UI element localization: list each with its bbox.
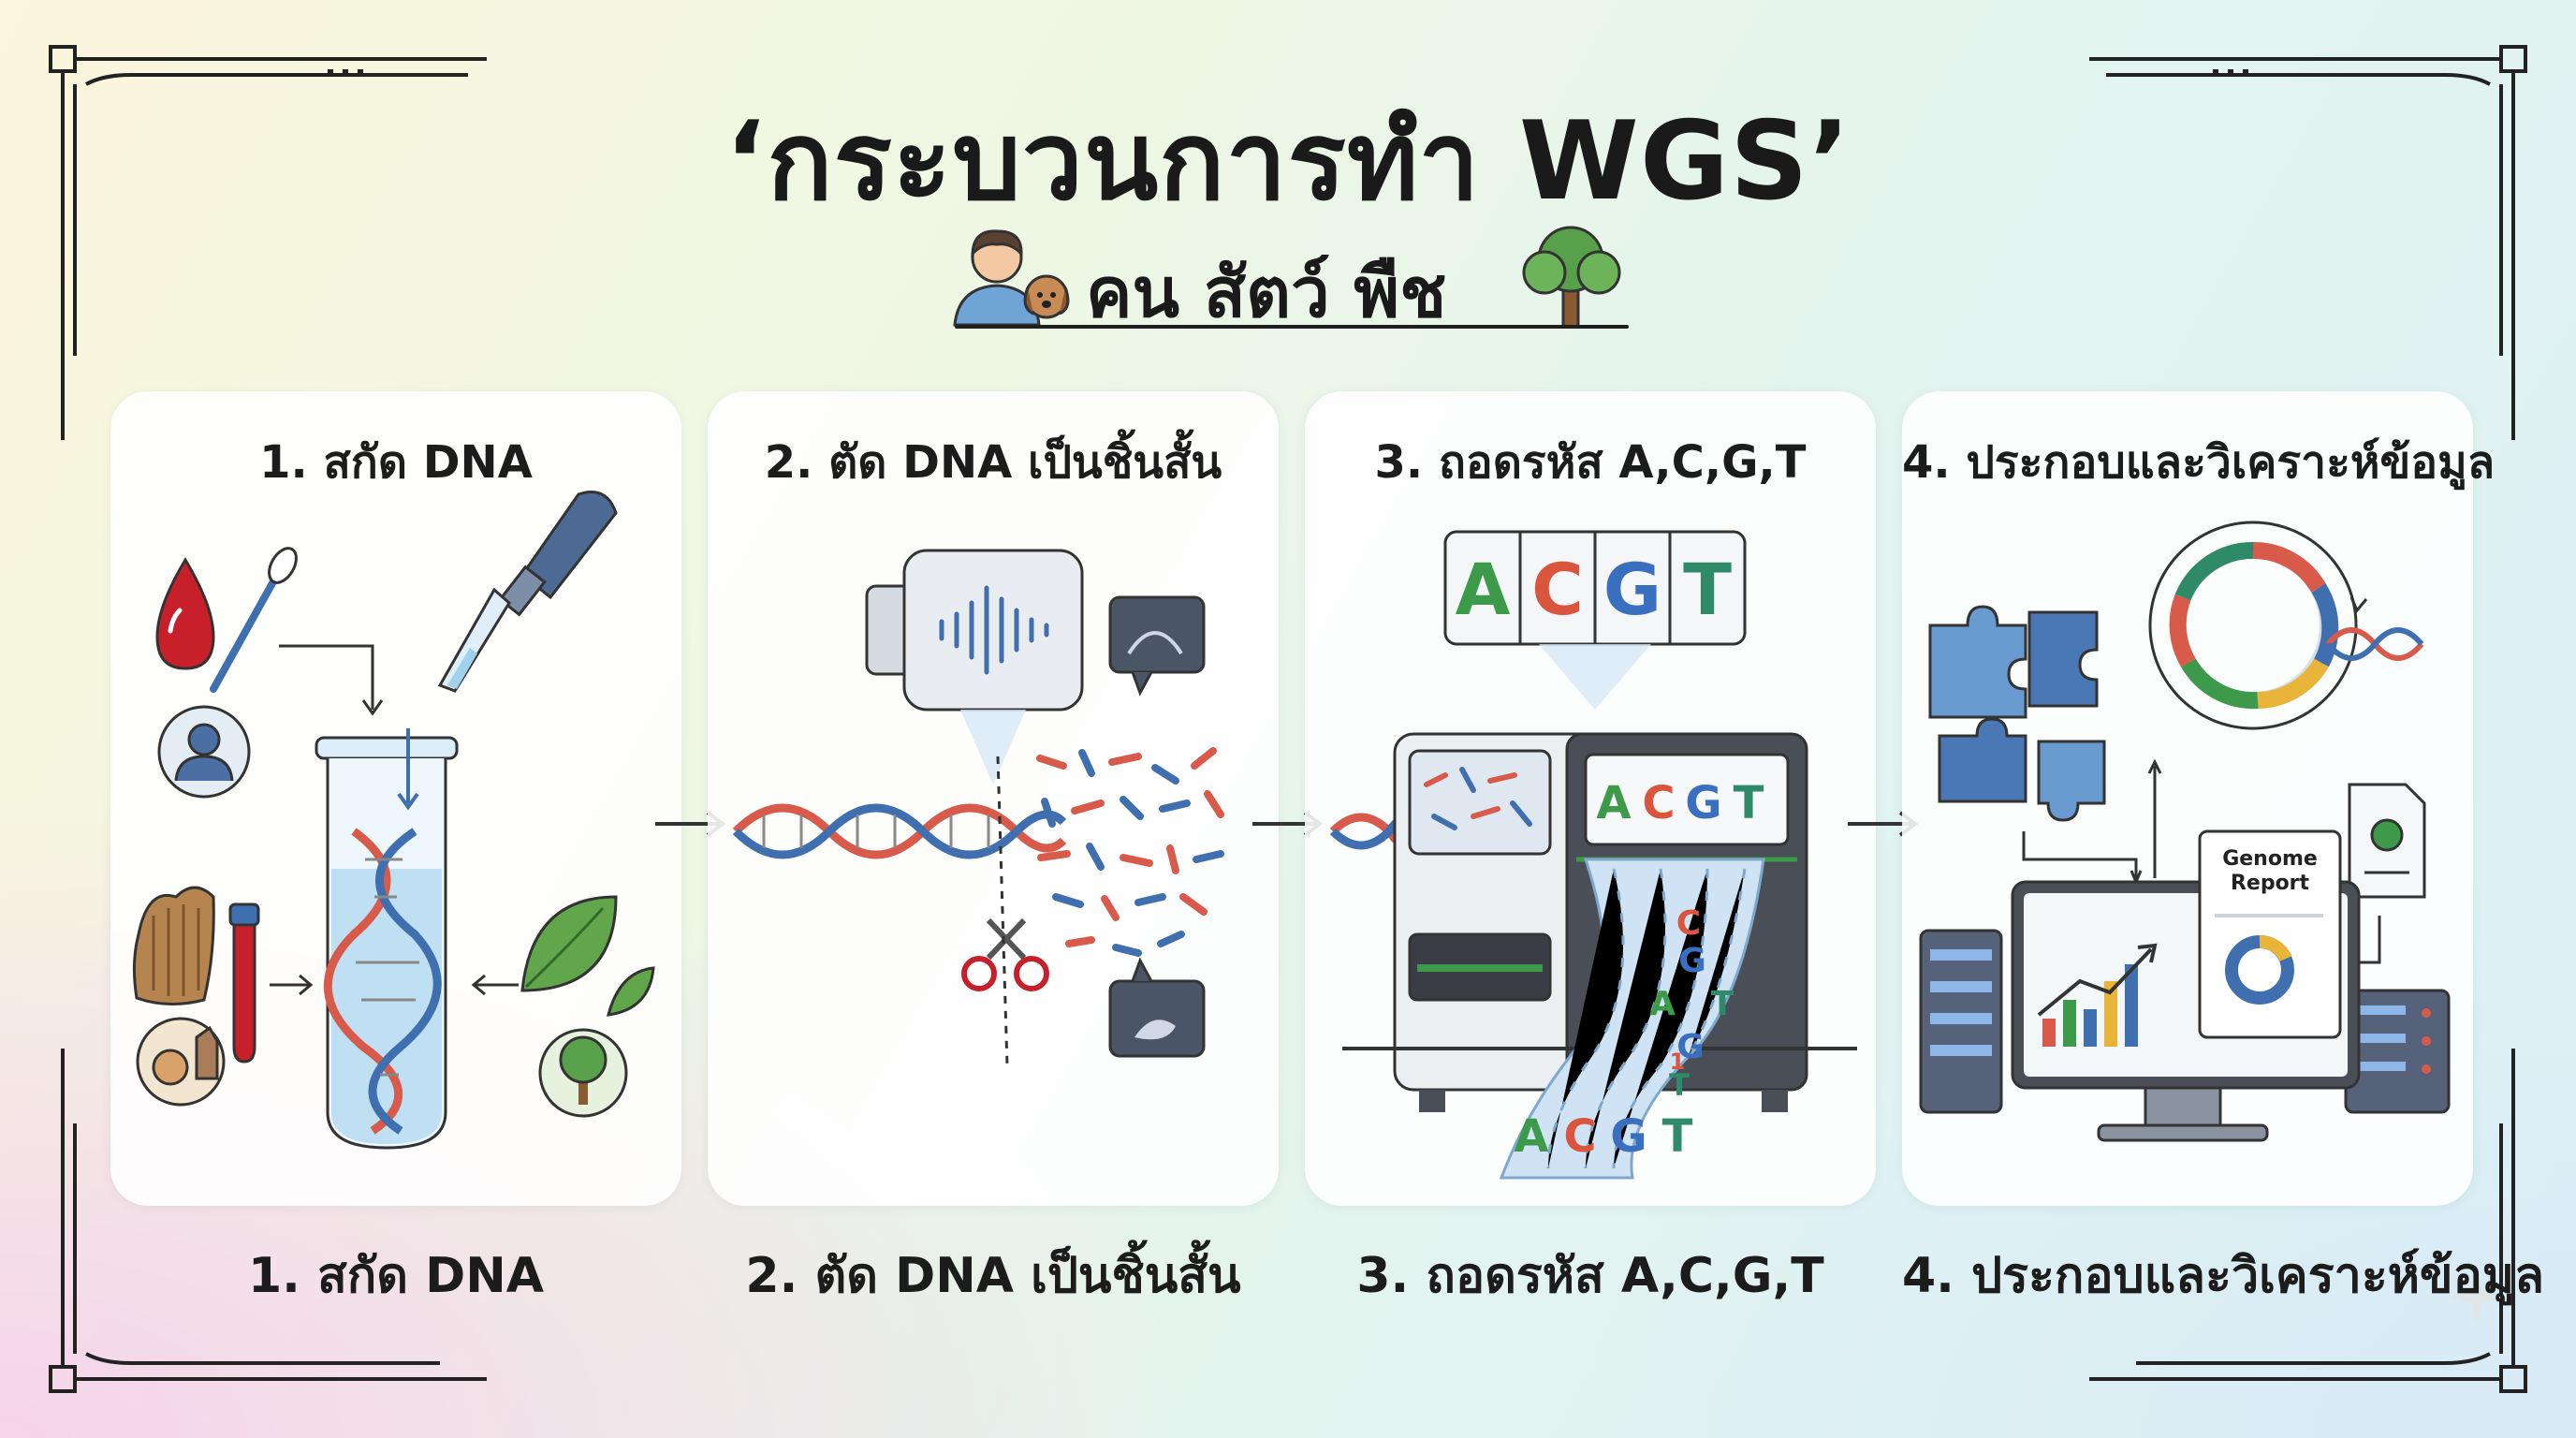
step-caption: 3. ถอดรหัส A,C,G,T <box>1356 1248 1824 1304</box>
report-title-line: Genome <box>2222 847 2318 871</box>
step-panel-assemble: 4. ประกอบและวิเคราะห์ข้อมูล <box>1902 391 2496 1206</box>
dna-icon <box>2325 627 2424 661</box>
leaf-icon <box>520 895 655 1017</box>
blood-tube-icon <box>228 902 260 1064</box>
stream-letter: A <box>1514 1110 1548 1163</box>
swab-icon <box>210 547 298 693</box>
blood-drop-icon <box>155 557 215 670</box>
hair-icon <box>132 886 215 1006</box>
step-label: 1. สกัด DNA <box>259 436 533 489</box>
subtitle-underline <box>955 325 1629 329</box>
test-tube-icon <box>315 728 459 1150</box>
stream-letter: C <box>1563 1110 1596 1163</box>
base-letter: A <box>1456 548 1511 631</box>
step-label: 3. ถอดรหัส A,C,G,T <box>1374 436 1807 489</box>
stream-letter: 1 <box>1670 1049 1686 1075</box>
subtitle: คน สัตว์ พืช <box>1086 253 1447 333</box>
ultrasound-screen-icon <box>1108 595 1206 1058</box>
puzzle-icon <box>1928 605 2106 822</box>
acgt-banner: A C G T <box>1443 530 1747 710</box>
stream-letter: G <box>1676 1028 1705 1066</box>
stream-letter: T <box>1669 1067 1690 1103</box>
step-caption: 1. สกัด DNA <box>247 1248 545 1304</box>
subtitle-row: คน สัตว์ พืช <box>945 220 1638 333</box>
stream-letter: T <box>1662 1110 1693 1163</box>
animal-icon <box>136 1017 226 1107</box>
dna-helix-icon <box>732 803 1067 859</box>
dropper-icon <box>437 491 618 693</box>
step-panel-extract: 1. สกัด DNA <box>110 391 681 1206</box>
stream-letter: A <box>1649 985 1676 1023</box>
stream-letter: G <box>1678 942 1706 980</box>
stream-letter: C <box>1676 904 1701 943</box>
document-icon <box>2348 783 2426 899</box>
step-caption: 2. ตัด DNA เป็นชิ้นสั้น <box>745 1248 1241 1304</box>
stream-letter: T <box>1711 985 1734 1023</box>
base-letter: G <box>1603 548 1661 631</box>
step-panel-sequence: 3. ถอดรหัส A,C,G,T A C G T A C <box>1305 391 1876 1206</box>
report-title-line: Report <box>2231 872 2310 895</box>
base-letter: C <box>1531 548 1584 631</box>
step-label: 4. ประกอบและวิเคราะห์ข้อมูล <box>1902 436 2496 489</box>
screen-letter: T <box>1734 777 1764 829</box>
screen-letter: A <box>1596 777 1631 829</box>
circular-genome-icon <box>2169 541 2339 710</box>
data-stream: C G A T G T 1 A C G T <box>1499 858 1765 1180</box>
step-caption: 4. ประกอบและวิเคราะห์ข้อมูล <box>1902 1248 2544 1304</box>
screen-letter: G <box>1685 777 1721 829</box>
genome-report-card: Genome Report <box>2198 829 2342 1039</box>
sonicator-icon <box>865 549 1084 785</box>
page-title: ‘กระบวนการทำ WGS’ <box>724 98 1852 225</box>
screen-letter: C <box>1642 777 1675 829</box>
server-icon <box>1919 929 2451 1114</box>
person-dog-icon <box>953 229 1070 327</box>
scissors-icon <box>961 756 1049 1066</box>
tree-circle-icon <box>538 1028 628 1118</box>
step-label: 2. ตัด DNA เป็นชิ้นสั้น <box>764 436 1222 489</box>
stream-letter: G <box>1610 1110 1647 1163</box>
tree-icon <box>1522 226 1621 329</box>
step-panel-fragment: 2. ตัด DNA เป็นชิ้นสั้น <box>708 391 1279 1206</box>
dna-fragments-icon <box>1036 747 1224 957</box>
person-icon <box>157 705 251 799</box>
base-letter: T <box>1683 548 1732 631</box>
